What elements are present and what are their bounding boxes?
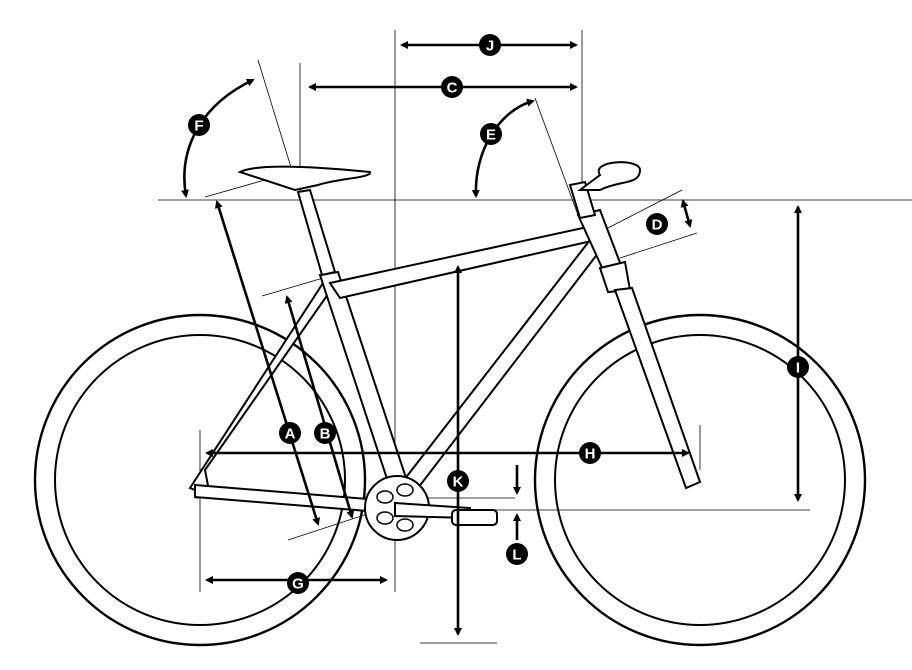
svg-text:A: A <box>285 426 296 443</box>
label-k: K <box>447 470 469 492</box>
label-f: F <box>188 114 210 136</box>
label-a: A <box>279 422 301 444</box>
front-wheel <box>533 313 867 647</box>
svg-text:B: B <box>320 426 331 443</box>
label-c: C <box>441 76 463 98</box>
label-l: L <box>506 543 528 565</box>
label-d: D <box>646 213 668 235</box>
label-e: E <box>480 123 502 145</box>
svg-text:I: I <box>796 360 800 377</box>
label-i: I <box>787 356 809 378</box>
svg-text:E: E <box>486 127 496 144</box>
label-h: H <box>579 442 601 464</box>
label-g: G <box>287 572 309 594</box>
svg-text:H: H <box>585 446 596 463</box>
svg-text:D: D <box>652 217 663 234</box>
label-j: J <box>479 34 501 56</box>
svg-text:C: C <box>447 80 458 97</box>
svg-text:K: K <box>453 474 464 491</box>
svg-text:J: J <box>486 38 494 55</box>
svg-text:F: F <box>194 118 203 135</box>
label-b: B <box>314 422 336 444</box>
svg-text:G: G <box>292 576 304 593</box>
svg-text:L: L <box>512 547 521 564</box>
dimension-labels: A B C D E F G H I J K L <box>188 34 809 594</box>
